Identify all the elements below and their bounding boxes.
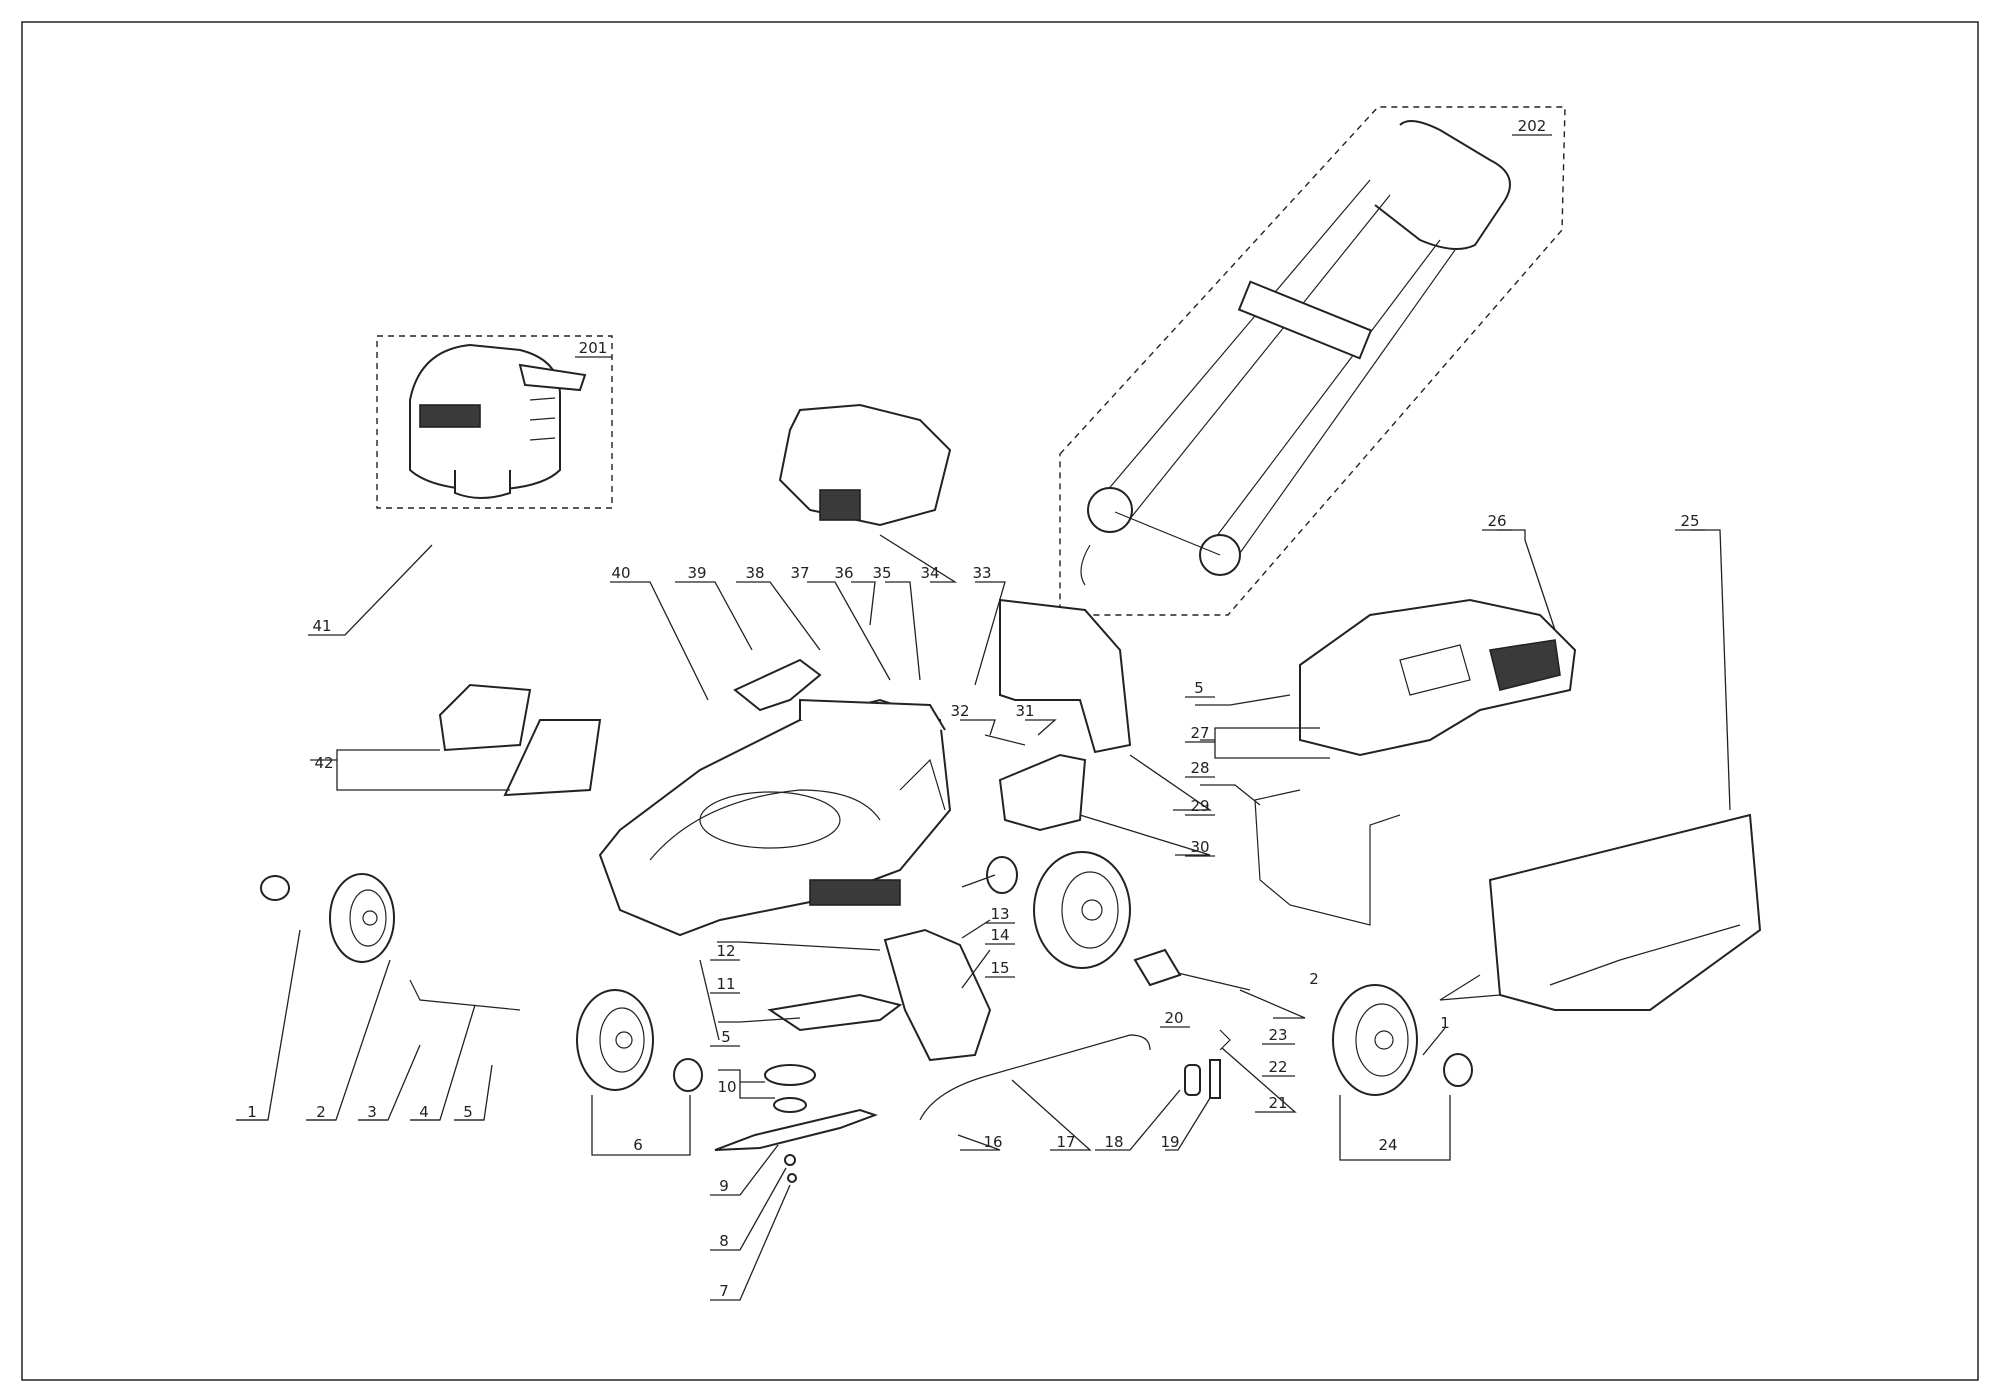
motor-assembly-boundary	[376, 335, 613, 509]
callout-37: 37	[790, 564, 809, 582]
callout-22: 22	[1268, 1058, 1287, 1076]
callout-5-middle: 5	[721, 1028, 731, 1046]
drawing-border	[21, 21, 1979, 1381]
callout-1-left: 1	[247, 1103, 257, 1121]
callout-27: 27	[1190, 724, 1209, 742]
wheel-rear-left	[329, 873, 395, 963]
side-plate-right	[503, 719, 602, 797]
bearing-13	[986, 856, 1018, 894]
callout-26: 26	[1487, 512, 1506, 530]
callout-30: 30	[1190, 838, 1209, 856]
bracket-39	[733, 658, 822, 712]
blade-bolt	[787, 1173, 797, 1183]
wheel-rear-right	[1332, 984, 1418, 1096]
callout-38: 38	[745, 564, 764, 582]
callout-31: 31	[1015, 702, 1034, 720]
washer	[784, 1154, 796, 1166]
callout-5-right: 5	[1194, 679, 1204, 697]
hub-cap-right	[1443, 1053, 1473, 1087]
callout-201: 201	[579, 339, 608, 357]
callout-33: 33	[972, 564, 991, 582]
callout-1-right: 1	[1440, 1014, 1450, 1032]
callout-11: 11	[716, 975, 735, 993]
callout-5-bottom: 5	[463, 1103, 473, 1121]
blade	[714, 1108, 879, 1151]
callout-29: 29	[1190, 797, 1209, 815]
callout-13: 13	[990, 905, 1009, 923]
callout-labels: 1 2 3 4 5 6 7 8 9 10 11 12 13 14 15 16 1…	[247, 117, 1699, 1300]
callout-24: 24	[1378, 1136, 1397, 1154]
callout-2-right: 2	[1309, 970, 1319, 988]
fan	[764, 1064, 816, 1086]
callout-17: 17	[1056, 1133, 1075, 1151]
height-adjust-lever	[919, 1034, 1151, 1121]
callout-19: 19	[1160, 1133, 1179, 1151]
wheel-front-left	[576, 989, 654, 1091]
hub-cap-left	[673, 1058, 703, 1092]
handle-assembly-202	[1059, 106, 1566, 616]
part-18	[1184, 1064, 1201, 1096]
callout-28: 28	[1190, 759, 1209, 777]
callout-42: 42	[314, 754, 333, 772]
callout-35: 35	[872, 564, 891, 582]
callout-41: 41	[312, 617, 331, 635]
grass-catcher	[1439, 813, 1762, 1011]
callout-9: 9	[719, 1177, 729, 1195]
callout-32: 32	[950, 702, 969, 720]
callout-10: 10	[717, 1078, 736, 1096]
rear-cover	[999, 598, 1132, 754]
wheel-right-middle	[1033, 851, 1131, 969]
callout-14: 14	[990, 926, 1009, 944]
callout-25: 25	[1680, 512, 1699, 530]
bearing-left	[260, 875, 290, 901]
callout-6: 6	[633, 1136, 643, 1154]
callout-4: 4	[419, 1103, 429, 1121]
callout-3: 3	[367, 1103, 377, 1121]
front-flap	[883, 928, 992, 1062]
callout-7: 7	[719, 1282, 729, 1300]
rear-axle	[409, 979, 521, 1011]
callout-15: 15	[990, 959, 1009, 977]
callout-2-left: 2	[316, 1103, 326, 1121]
mower-deck-body	[598, 698, 952, 937]
bracket-30	[998, 753, 1087, 832]
part-19	[1209, 1059, 1221, 1099]
motor-assembly-201	[376, 335, 613, 509]
spring-32	[984, 734, 1026, 746]
side-plate-left	[438, 683, 532, 752]
callout-34: 34	[920, 564, 939, 582]
callout-8: 8	[719, 1232, 729, 1250]
callout-36: 36	[834, 564, 853, 582]
top-cover	[778, 403, 952, 527]
callout-16: 16	[983, 1133, 1002, 1151]
callout-underlines	[236, 134, 1705, 1121]
callout-202: 202	[1518, 117, 1547, 135]
battery-cover	[1299, 598, 1577, 757]
deflector	[767, 993, 903, 1032]
handle-wire	[1254, 789, 1401, 926]
blade-adapter	[773, 1097, 807, 1113]
part-21-spring	[1219, 1029, 1231, 1051]
callout-21: 21	[1268, 1094, 1287, 1112]
callout-12: 12	[716, 942, 735, 960]
callout-39: 39	[687, 564, 706, 582]
callout-40: 40	[611, 564, 630, 582]
callout-20: 20	[1164, 1009, 1183, 1027]
callout-23: 23	[1268, 1026, 1287, 1044]
callout-18: 18	[1104, 1133, 1123, 1151]
